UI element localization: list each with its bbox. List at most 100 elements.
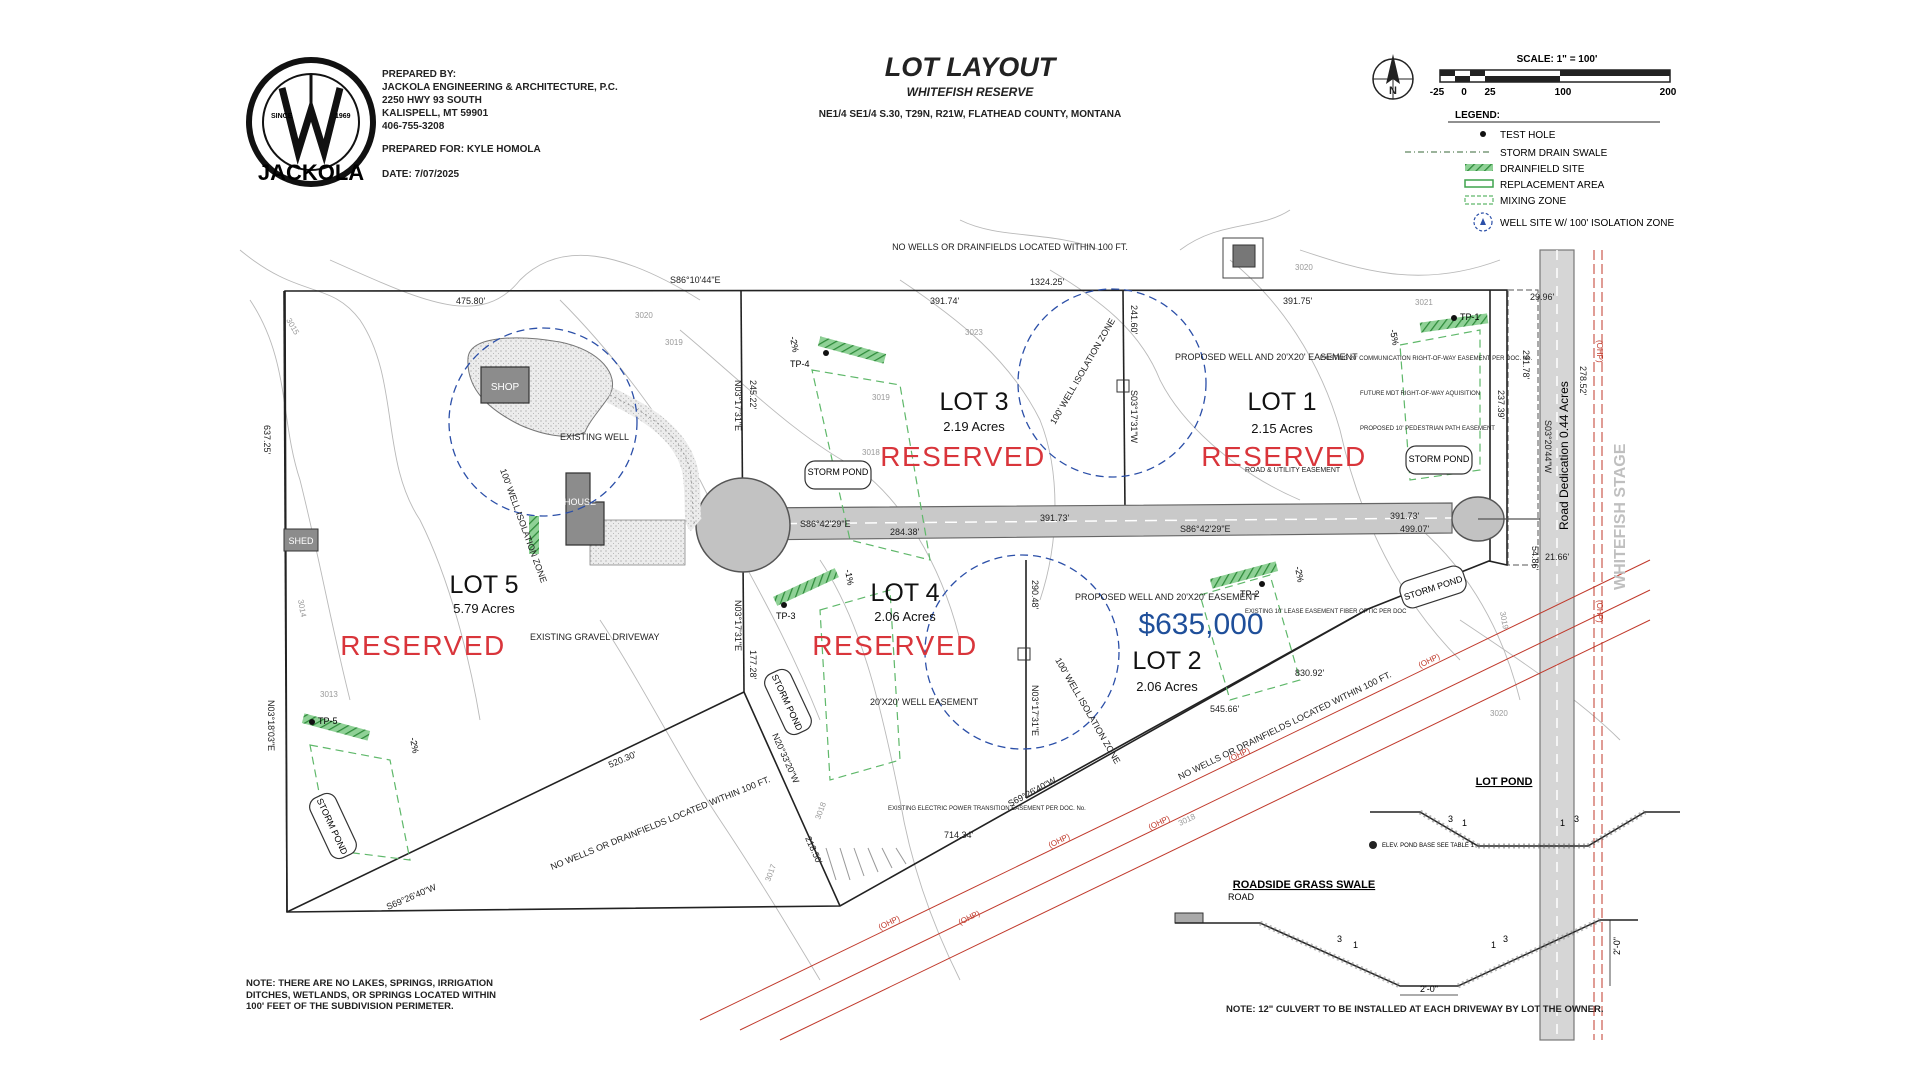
lot5-acres: 5.79 Acres <box>453 601 515 616</box>
storm-pond-lot2 <box>1399 565 1467 609</box>
test-holes: TP-1 TP-2 TP-3 TP-4 TP-5 <box>309 312 1480 726</box>
shed-building <box>283 528 319 552</box>
bearing-top: S86°10'44"E <box>670 275 721 285</box>
lot4-acres: 2.06 Acres <box>874 609 936 624</box>
test-hole-2 <box>1259 581 1265 587</box>
scale-tick-3: 25 <box>1484 87 1496 98</box>
ohp-label-8: (OHP) <box>1595 600 1604 623</box>
existing-well-label: EXISTING WELL <box>560 432 629 442</box>
lot-pond-detail: LOT POND 3 1 1 3 ELEV. POND BASE SEE TAB… <box>1369 776 1680 849</box>
test-hole-1 <box>1451 315 1457 321</box>
lot2-name: LOT 2 <box>1132 647 1201 675</box>
lot1-name: LOT 1 <box>1247 388 1316 416</box>
future-row-label: FUTURE MDT RIGHT-OF-WAY AQUISITION <box>1360 391 1480 397</box>
logo-year: 1969 <box>335 113 351 120</box>
bearing-lot5-west: N03°18'03"E <box>266 700 276 751</box>
ohp-label-6: (OHP) <box>1147 814 1172 832</box>
drainfield-existing <box>529 516 539 554</box>
distance-19: 520.30' <box>607 749 638 770</box>
lot3-name: LOT 3 <box>939 388 1008 416</box>
no-wells-right-label: NO WELLS OR DRAINFIELDS LOCATED WITHIN 1… <box>1176 669 1392 781</box>
power-easement-hatch <box>825 847 907 881</box>
utility-structure-outline <box>1222 237 1264 279</box>
lot-labels: LOT 1 2.15 Acres RESERVED LOT 2 2.06 Acr… <box>340 388 1365 694</box>
prepared-by-label: PREPARED BY: <box>382 69 457 80</box>
swale-detail: ROADSIDE GRASS SWALE ROAD 3 1 1 3 2'-0" … <box>1174 879 1638 996</box>
contour-label-15: 3018 <box>1177 812 1197 828</box>
distance-12: 391.73' <box>1040 513 1070 523</box>
storm-ponds <box>309 445 1473 860</box>
page-title: LOT LAYOUT <box>884 52 1056 82</box>
lot2-well-zone-label: 100' WELL ISOLATION ZONE <box>1053 656 1122 766</box>
contour-label-3: 3019 <box>665 338 683 347</box>
lot2-well-easement <box>1017 647 1031 661</box>
note-right-container: NOTE: 12" CULVERT TO BE INSTALLED AT EAC… <box>1226 1004 1604 1015</box>
drainfield-sites <box>301 313 1489 741</box>
note-left-container: NOTE: THERE ARE NO LAKES, SPRINGS, IRRIG… <box>246 978 496 1012</box>
contour-label-1: 3015 <box>284 317 301 337</box>
diagonal-line <box>743 691 841 907</box>
note-right: NOTE: 12" CULVERT TO BE INSTALLED AT EAC… <box>1226 1004 1604 1015</box>
power-easement-label: EXISTING ELECTRIC POWER TRANSITION EASEM… <box>888 806 1086 812</box>
lot3-well-zone <box>1017 288 1207 478</box>
contour-label-9: 3014 <box>296 599 308 619</box>
scale-tick-5: 200 <box>1660 87 1677 98</box>
swale-width-dim: 2'-0" <box>1420 984 1438 994</box>
contour-label-14: 3019 <box>1498 611 1510 631</box>
lot5-south-line <box>286 691 745 913</box>
distance-3: 391.75' <box>1283 296 1313 306</box>
project-location: NE1/4 SE1/4 S.30, T29N, R21W, FLATHEAD C… <box>818 109 1122 120</box>
ohp-label-1: (OHP) <box>877 914 902 932</box>
bearing-east: S03°20'44"W <box>1543 420 1553 474</box>
pond-base-marker-icon <box>1369 841 1377 849</box>
contour-label-11: 3018 <box>813 800 828 820</box>
lease-easement-label: EXISTING 10' LEASE EASEMENT FIBER OPTIC … <box>1245 609 1407 615</box>
test-hole-label-4: TP-4 <box>790 359 810 369</box>
scale-label: SCALE: 1" = 100' <box>1517 54 1598 65</box>
distance-11: 284.38' <box>890 527 920 537</box>
ohp-label-7: (OHP) <box>1595 340 1604 363</box>
comm-easement-label: EXISTING 20' COMMUNICATION RIGHT-OF-WAY … <box>1320 356 1533 362</box>
replacement-icon <box>1464 179 1494 188</box>
lot3-well-easement <box>1116 379 1130 393</box>
lot3-east-line <box>1122 290 1126 511</box>
lot3-well-zone-label: 100' WELL ISOLATION ZONE <box>1048 316 1117 426</box>
distance-8: 291.78' <box>1521 350 1531 380</box>
lot3-status-reserved: RESERVED <box>880 441 1046 472</box>
distance-17: 830.92' <box>1295 668 1325 678</box>
storm-pond-lot1 <box>1405 445 1473 475</box>
lot-pond-ratio-run-left: 3 <box>1448 814 1453 824</box>
existing-well-zone <box>448 327 638 517</box>
lot2-acres: 2.06 Acres <box>1136 679 1198 694</box>
swale-ratio-run-left: 3 <box>1337 934 1342 944</box>
well-easement-label: 20'X20' WELL EASEMENT <box>870 697 979 707</box>
svg-text:N: N <box>1389 85 1397 97</box>
jackola-logo: SINCE 1969 JACKOLA <box>246 57 376 187</box>
note-left: NOTE: THERE ARE NO LAKES, SPRINGS, IRRIG… <box>246 978 496 1012</box>
drainfield-icon <box>1465 164 1493 171</box>
title-block: LOT LAYOUT WHITEFISH RESERVE NE1/4 SE1/4… <box>760 52 1180 120</box>
logo-since: SINCE <box>271 113 293 120</box>
internal-road <box>695 477 1540 573</box>
sheet-date: DATE: 7/07/2025 <box>382 169 460 180</box>
road-utility-easement-label: ROAD & UTILITY EASEMENT <box>1245 467 1341 474</box>
storm-pond-label-lot3: STORM POND <box>808 467 869 477</box>
test-hole-label-2: TP-2 <box>1240 589 1260 599</box>
legend-title: LEGEND: <box>1455 110 1500 121</box>
legend-item-well: WELL SITE W/ 100' ISOLATION ZONE <box>1500 218 1675 229</box>
scale-bar: SCALE: 1" = 100' -25 0 25 100 200 <box>1430 54 1677 98</box>
lot3-acres: 2.19 Acres <box>943 419 1005 434</box>
test-hole-icon <box>1480 131 1486 137</box>
contour-label-12: 3017 <box>763 862 778 882</box>
slope-label-4: -2% <box>788 336 801 354</box>
distance-23: 21.66' <box>1545 552 1570 562</box>
bearing-diagonal: N20°33'20"W <box>770 732 801 785</box>
legend: LEGEND: TEST HOLE STORM DRAIN SWALE DRAI… <box>1405 110 1675 232</box>
lot-pond-ratio-run-right: 3 <box>1574 814 1579 824</box>
lot2-well-zone <box>924 554 1120 750</box>
gravel-driveway <box>467 337 703 566</box>
legend-item-drainfield: DRAINFIELD SITE <box>1500 164 1585 175</box>
utility-structure <box>1232 244 1256 268</box>
existing-well-zone-label: 100' WELL ISOLATION ZONE <box>498 467 549 584</box>
drainfield-lot5 <box>301 713 371 741</box>
